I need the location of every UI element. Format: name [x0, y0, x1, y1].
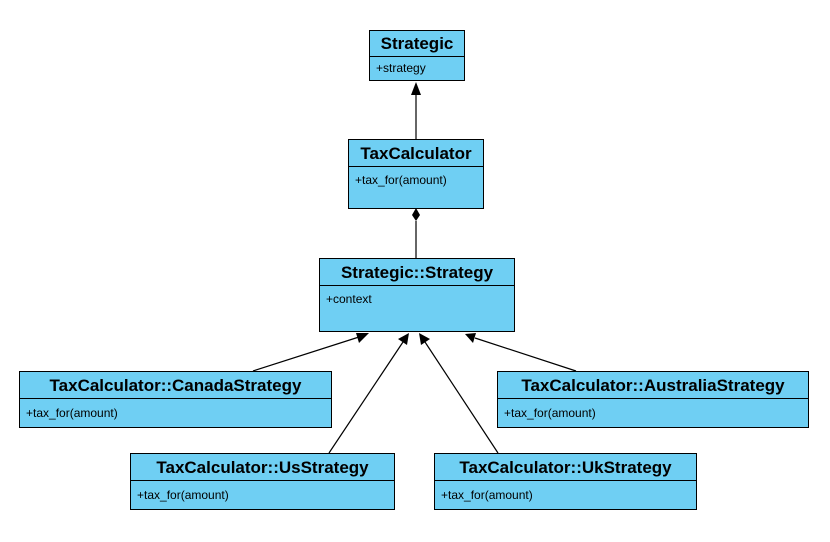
class-name: TaxCalculator::CanadaStrategy — [20, 372, 331, 399]
class-name: TaxCalculator — [349, 140, 483, 167]
class-canada-strategy[interactable]: TaxCalculator::CanadaStrategy +tax_for(a… — [19, 371, 332, 428]
class-name: Strategic::Strategy — [320, 259, 514, 286]
class-member: +tax_for(amount) — [355, 173, 447, 187]
class-strategic-strategy[interactable]: Strategic::Strategy +context — [319, 258, 515, 332]
edge-uk-to-strategy — [424, 341, 499, 454]
edge-australia-to-strategy — [474, 337, 577, 372]
class-member: +tax_for(amount) — [26, 406, 118, 420]
arrowhead-canada — [356, 333, 369, 343]
class-taxcalculator[interactable]: TaxCalculator +tax_for(amount) — [348, 139, 484, 209]
class-name: Strategic — [370, 31, 464, 57]
class-member: +strategy — [376, 61, 426, 75]
composition-diamond — [412, 208, 420, 221]
class-member: +tax_for(amount) — [441, 488, 533, 502]
class-name: TaxCalculator::UkStrategy — [435, 454, 696, 481]
class-name: TaxCalculator::UsStrategy — [131, 454, 394, 481]
arrowhead-strategic — [411, 82, 421, 95]
edge-canada-to-strategy — [252, 336, 360, 372]
class-uk-strategy[interactable]: TaxCalculator::UkStrategy +tax_for(amoun… — [434, 453, 697, 510]
arrowhead-us — [398, 333, 409, 345]
class-us-strategy[interactable]: TaxCalculator::UsStrategy +tax_for(amoun… — [130, 453, 395, 510]
arrowhead-australia — [465, 333, 476, 343]
arrowhead-uk — [419, 333, 430, 345]
class-australia-strategy[interactable]: TaxCalculator::AustraliaStrategy +tax_fo… — [497, 371, 809, 428]
class-member: +tax_for(amount) — [137, 488, 229, 502]
class-name: TaxCalculator::AustraliaStrategy — [498, 372, 808, 399]
class-strategic[interactable]: Strategic +strategy — [369, 30, 465, 81]
edge-us-to-strategy — [328, 341, 404, 454]
class-member: +tax_for(amount) — [504, 406, 596, 420]
class-member: +context — [326, 292, 372, 306]
